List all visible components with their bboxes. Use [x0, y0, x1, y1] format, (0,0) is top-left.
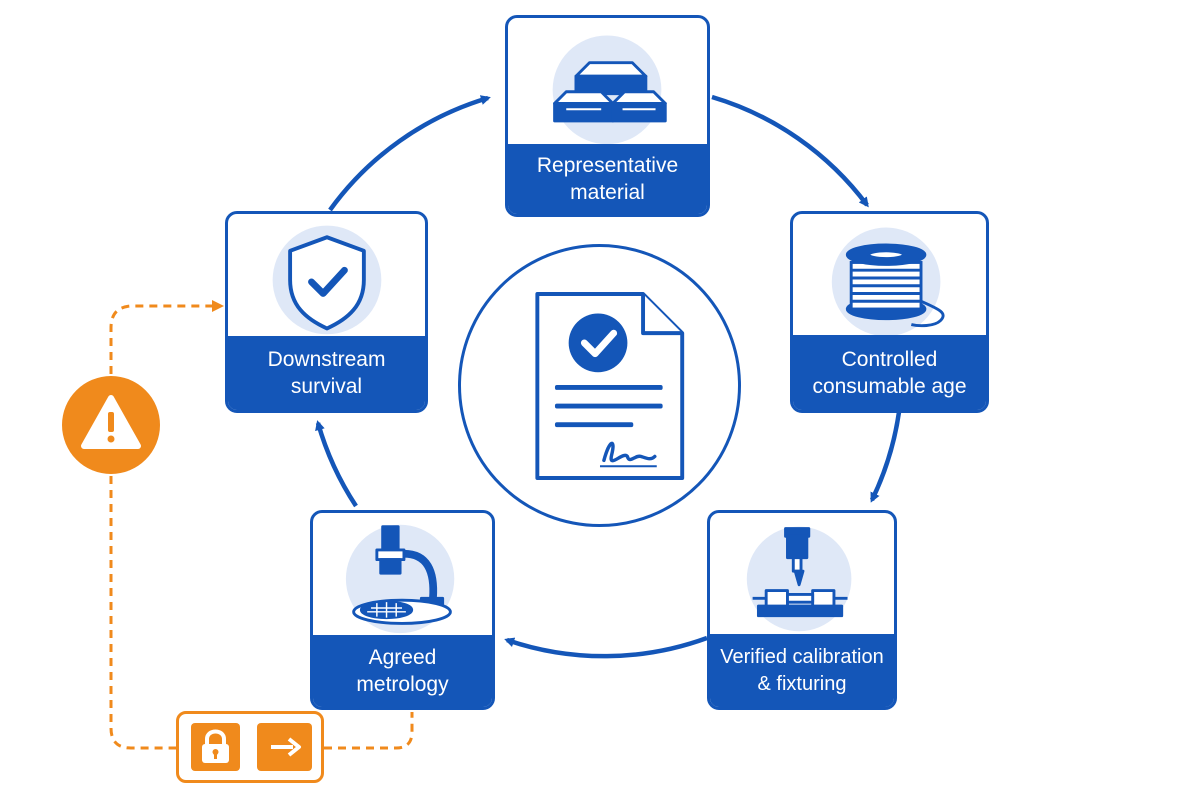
warning-badge [62, 376, 160, 474]
wire-spool-icon [831, 227, 945, 337]
label-line: metrology [356, 673, 449, 696]
signed-certificate-icon [535, 292, 685, 480]
label-line: consumable age [812, 374, 967, 398]
step-label-verified-calibration: Verified calibration & fixturing [710, 634, 894, 707]
label-line: Downstream [267, 348, 386, 371]
step-card-agreed-metrology: Agreed metrology [310, 510, 495, 710]
cycle-arrow-consumable-to-calibration [869, 411, 902, 503]
step-card-representative-material: Representative material [505, 15, 710, 217]
label-line: & fixturing [757, 672, 847, 695]
shield-check-icon [272, 225, 382, 335]
label-line: Controlled [841, 347, 938, 371]
feedback-path-upper [109, 300, 224, 374]
label-line: material [570, 181, 645, 204]
arrow-right-icon [271, 737, 301, 757]
step-label-downstream-survival: Downstream survival [228, 336, 425, 410]
cycle-arrow-material-to-consumable [711, 94, 869, 208]
label-line: Agreed [368, 646, 437, 669]
arrow-tile [257, 723, 312, 771]
cycle-arrow-metrology-to-downstream [315, 420, 358, 508]
padlock-icon [202, 729, 229, 763]
label-line: Representative [536, 154, 679, 177]
step-label-representative-material: Representative material [508, 144, 707, 214]
step-card-downstream-survival: Downstream survival [225, 211, 428, 413]
milling-fixture-icon [746, 526, 852, 632]
release-gate-box [176, 711, 324, 783]
microscope-icon [345, 524, 455, 634]
step-card-controlled-consumable-age: Controlled consumable age [790, 211, 989, 413]
metal-ingots-icon [552, 35, 667, 145]
cycle-arrow-calibration-to-metrology [504, 635, 708, 659]
center-certificate-circle [458, 244, 741, 527]
feedback-path-lower [109, 476, 176, 750]
step-card-verified-calibration: Verified calibration & fixturing [707, 510, 897, 710]
label-line: Verified calibration [720, 645, 884, 668]
step-label-agreed-metrology: Agreed metrology [313, 635, 492, 707]
feedback-path-right [324, 712, 414, 750]
warning-icon [81, 395, 141, 449]
step-label-controlled-consumable-age: Controlled consumable age [793, 335, 986, 410]
cycle-arrow-downstream-to-material [328, 95, 491, 212]
label-line: survival [290, 375, 363, 398]
lock-tile [191, 723, 240, 771]
